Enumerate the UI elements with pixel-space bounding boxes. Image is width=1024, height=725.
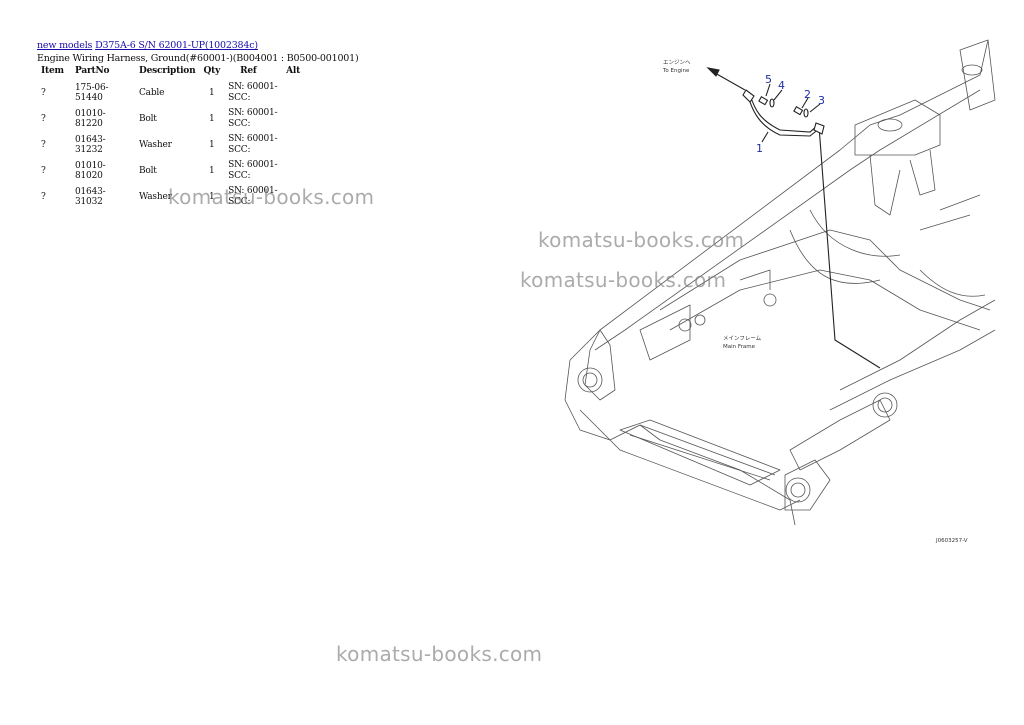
cell-ref: SN: 60001-SCC: [228, 108, 278, 129]
cell-partno: 01643-31232 [75, 135, 106, 155]
cell-partno: 01010-81220 [75, 109, 106, 129]
callout-2: 2 [804, 88, 811, 101]
breadcrumb-link-new-models[interactable]: new models [37, 40, 93, 51]
callout-5: 5 [765, 73, 772, 86]
table-row: ? 01010-81220 Bolt 1 SN: 60001-SCC: [37, 106, 304, 132]
table-header-row: Item PartNo Description Qty Ref Alt [37, 66, 304, 80]
cell-item: ? [41, 140, 46, 150]
cell-item: ? [41, 166, 46, 176]
parts-diagram: 1 2 3 4 5 エンジンへ To Engine メインフレーム Main F… [564, 39, 996, 544]
table-row: ? 01643-31232 Washer 1 SN: 60001-SCC: [37, 132, 304, 158]
cell-qty: 1 [209, 88, 215, 98]
cell-ref: SN: 60001-SCC: [228, 82, 278, 103]
cell-alt [282, 80, 304, 106]
cell-qty: 1 [209, 192, 215, 202]
cell-qty: 1 [209, 114, 215, 124]
watermark-3: komatsu-books.com [520, 268, 727, 292]
main-frame-label-jp: メインフレーム [723, 335, 762, 342]
cell-description: Bolt [139, 166, 157, 176]
watermark-2: komatsu-books.com [538, 228, 745, 252]
cell-item: ? [41, 114, 46, 124]
watermark-1: komatsu-books.com [168, 185, 375, 209]
cell-alt [282, 106, 304, 132]
column-header-description: Description [139, 66, 196, 76]
cell-alt [282, 158, 304, 184]
cell-description: Washer [139, 192, 172, 202]
cell-alt [282, 132, 304, 158]
callout-1: 1 [756, 142, 763, 155]
page-title: Engine Wiring Harness, Ground(#60001-)(B… [37, 53, 359, 64]
cell-description: Bolt [139, 114, 157, 124]
watermark-4: komatsu-books.com [336, 642, 543, 666]
cell-ref: SN: 60001-SCC: [228, 160, 278, 181]
table-row: ? 175-06-51440 Cable 1 SN: 60001-SCC: [37, 80, 304, 106]
to-engine-label-jp: エンジンへ [663, 59, 691, 66]
main-frame-label-en: Main Frame [723, 344, 756, 350]
cell-description: Cable [139, 88, 165, 98]
column-header-qty: Qty [203, 66, 221, 76]
cell-partno: 01643-31032 [75, 187, 106, 207]
to-engine-label-en: To Engine [662, 68, 690, 74]
table-row: ? 01643-31032 Washer 1 SN: 60001-SCC: [37, 184, 304, 210]
cell-partno: 175-06-51440 [75, 83, 109, 103]
callout-4: 4 [778, 79, 785, 92]
cell-ref: SN: 60001-SCC: [228, 186, 278, 207]
cell-qty: 1 [209, 166, 215, 176]
column-header-item: Item [41, 66, 64, 76]
column-header-alt: Alt [286, 66, 301, 76]
column-header-partno: PartNo [75, 66, 110, 76]
column-header-ref: Ref [240, 66, 257, 76]
cell-ref: SN: 60001-SCC: [228, 134, 278, 155]
cell-item: ? [41, 192, 46, 202]
cell-item: ? [41, 88, 46, 98]
cell-description: Washer [139, 140, 172, 150]
cell-partno: 01010-81020 [75, 161, 106, 181]
parts-table: Item PartNo Description Qty Ref Alt ? 17… [37, 66, 304, 210]
drawing-code: J0603257-V [935, 538, 968, 544]
cell-qty: 1 [209, 140, 215, 150]
breadcrumb: new models D375A-6 S/N 62001-UP(1002384c… [37, 40, 258, 51]
breadcrumb-link-model[interactable]: D375A-6 S/N 62001-UP(1002384c) [95, 40, 258, 51]
callout-3: 3 [818, 94, 825, 107]
table-row: ? 01010-81020 Bolt 1 SN: 60001-SCC: [37, 158, 304, 184]
